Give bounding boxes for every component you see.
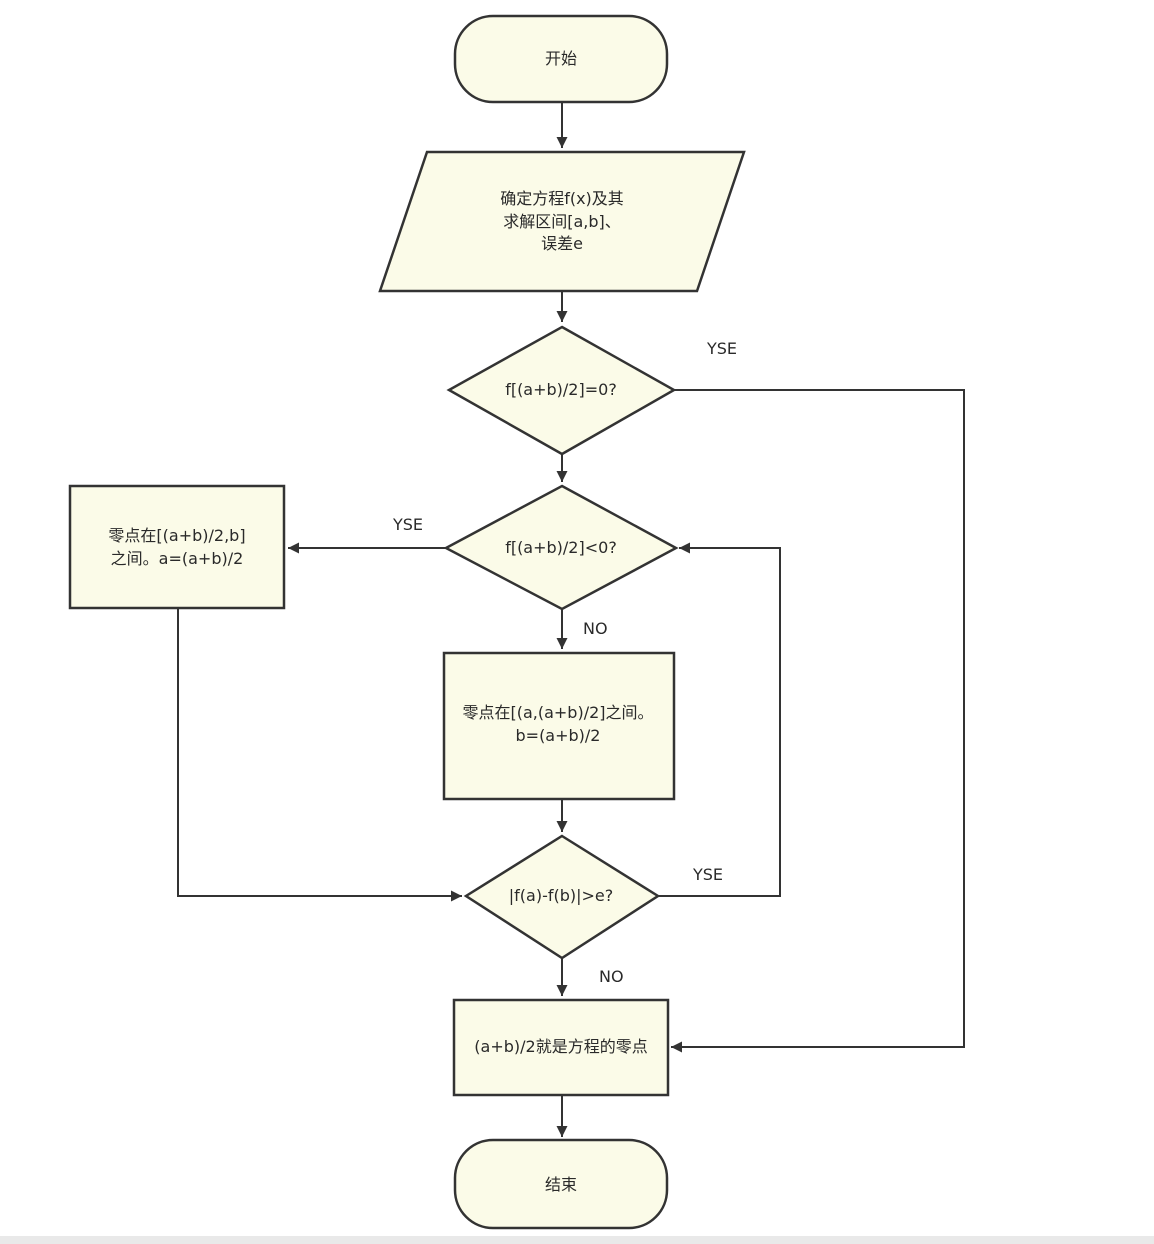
input-label-line-3: 误差e <box>541 234 583 253</box>
end-label: 结束 <box>545 1175 577 1194</box>
edge-label-check-error-yes: YSE <box>692 865 723 884</box>
window-bottom-bar <box>0 1236 1154 1244</box>
input-label-line-2: 求解区间[a,b]、 <box>503 212 621 231</box>
edge-label-check-error-no: NO <box>599 967 624 986</box>
edge-label-check-negative-no: NO <box>583 619 608 638</box>
edge-check-error-yes-loop <box>658 542 781 897</box>
input-label-line-1: 确定方程f(x)及其 <box>500 189 624 208</box>
check-negative-label: f[(a+b)/2]<0? <box>505 538 617 557</box>
set-b-label-line-2: b=(a+b)/2 <box>516 726 601 745</box>
set-a-label-line-2: 之间。a=(a+b)/2 <box>111 549 244 568</box>
end-terminal <box>453 1138 669 1230</box>
set-a-label-line-1: 零点在[(a+b)/2,b] <box>108 526 245 545</box>
edge-set-a-to-check-error <box>177 608 462 902</box>
check-negative-decision <box>443 484 679 611</box>
input-parallelogram <box>378 150 746 293</box>
start-terminal <box>453 14 669 104</box>
check-error-decision <box>463 834 661 960</box>
check-zero-decision <box>446 325 677 456</box>
result-label: (a+b)/2就是方程的零点 <box>474 1037 647 1056</box>
set-b-label-line-1: 零点在[(a,(a+b)/2]之间。 <box>462 703 653 722</box>
check-zero-label: f[(a+b)/2]=0? <box>505 380 617 399</box>
set-b-process <box>442 651 676 801</box>
start-label: 开始 <box>545 49 577 68</box>
result-process <box>452 998 670 1097</box>
edge-check-zero-yes-to-result <box>671 389 965 1053</box>
edge-label-check-negative-yes: YSE <box>392 515 423 534</box>
edge-label-check-zero-yes: YSE <box>706 339 737 358</box>
check-error-label: |f(a)-f(b)|>e? <box>509 886 614 905</box>
set-a-process <box>68 484 286 610</box>
